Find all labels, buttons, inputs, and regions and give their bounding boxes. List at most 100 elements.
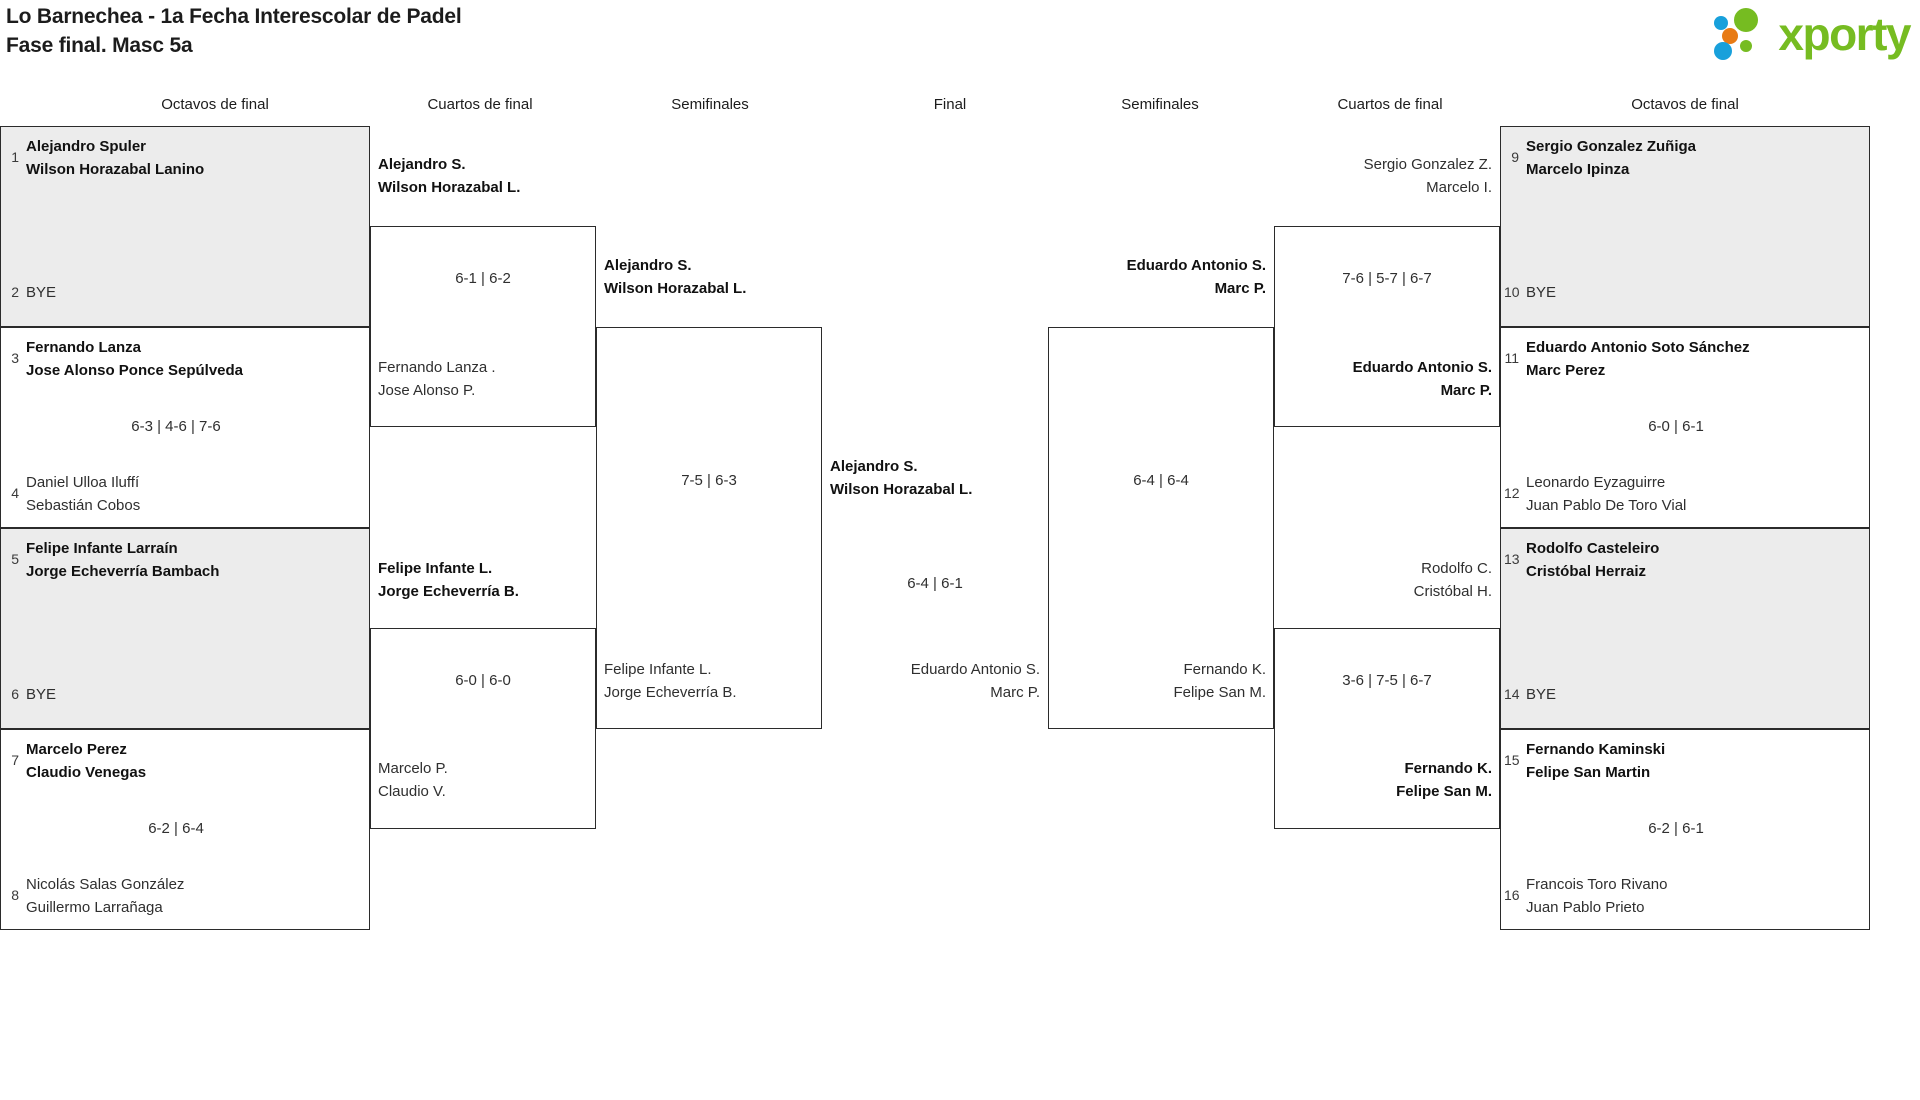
entry-seed-8[interactable]: 8 Nicolás Salas González Guillermo Larra… <box>4 873 184 919</box>
player-name-line1: Fernando K. <box>1183 661 1266 678</box>
player-name-line1: Francois Toro Rivano <box>1526 876 1668 893</box>
seed-number: 13 <box>1504 551 1520 567</box>
entry-seed-3[interactable]: 3 Fernando Lanza Jose Alonso Ponce Sepúl… <box>4 336 243 382</box>
pair-left-qf-2-bottom[interactable]: Marcelo P. Claudio V. <box>378 757 448 803</box>
entry-seed-5[interactable]: 5 Felipe Infante Larraín Jorge Echeverrí… <box>4 537 219 583</box>
seed-number: 12 <box>1504 485 1520 501</box>
player-name-line1: Felipe Infante L. <box>378 560 493 577</box>
match-box-right-r16-2[interactable] <box>1500 327 1870 528</box>
match-box-right-r16-3[interactable] <box>1500 528 1870 729</box>
player-name-line1: Alejandro S. <box>378 156 466 173</box>
pair-right-qf-2-bottom[interactable]: Fernando K. Felipe San M. <box>1282 757 1492 803</box>
score-left-sf: 7-5 | 6-3 <box>681 472 737 489</box>
player-names: Fernando Lanza Jose Alonso Ponce Sepúlve… <box>26 336 243 382</box>
player-names: Eduardo Antonio Soto Sánchez Marc Perez <box>1526 336 1750 382</box>
entry-seed-13[interactable]: 13 Rodolfo Casteleiro Cristóbal Herraiz <box>1504 537 1659 583</box>
entry-seed-4[interactable]: 4 Daniel Ulloa Iluffí Sebastián Cobos <box>4 471 140 517</box>
player-name-line1: Eduardo Antonio S. <box>910 661 1040 678</box>
match-box-left-r16-2[interactable] <box>0 327 370 528</box>
player-names: Felipe Infante Larraín Jorge Echeverría … <box>26 537 219 583</box>
pair-right-qf-2-top[interactable]: Rodolfo C. Cristóbal H. <box>1282 557 1492 603</box>
player-name-line2: Felipe San M. <box>1396 783 1492 800</box>
match-box-left-sf-1[interactable] <box>596 327 822 729</box>
pair-left-sf-bottom[interactable]: Felipe Infante L. Jorge Echeverría B. <box>604 658 737 704</box>
entry-seed-1[interactable]: 1 Alejandro Spuler Wilson Horazabal Lani… <box>4 135 204 181</box>
entry-seed-12[interactable]: 12 Leonardo Eyzaguirre Juan Pablo De Tor… <box>1504 471 1686 517</box>
xporty-logo: xporty <box>1714 8 1911 60</box>
player-name-line2: Juan Pablo Prieto <box>1526 899 1645 916</box>
pair-left-qf-1-top[interactable]: Alejandro S. Wilson Horazabal L. <box>378 153 520 199</box>
entry-seed-14[interactable]: 14 BYE <box>1504 683 1556 706</box>
score-right-qf-1: 7-6 | 5-7 | 6-7 <box>1342 270 1432 287</box>
entry-seed-10[interactable]: 10 BYE <box>1504 281 1556 304</box>
score-right-qf-2: 3-6 | 7-5 | 6-7 <box>1342 672 1432 689</box>
player-name-line2: Marc P. <box>1214 280 1266 297</box>
pair-final-top[interactable]: Alejandro S. Wilson Horazabal L. <box>830 455 972 501</box>
seed-number: 15 <box>1504 752 1520 768</box>
logo-dots-icon <box>1714 8 1774 60</box>
tournament-subtitle: Fase final. Masc 5a <box>6 34 193 57</box>
entry-seed-9[interactable]: 9 Sergio Gonzalez Zuñiga Marcelo Ipinza <box>1504 135 1696 181</box>
round-header-left-r16: Octavos de final <box>161 96 269 113</box>
match-box-right-qf-1[interactable] <box>1274 226 1500 427</box>
player-name-line1: Rodolfo C. <box>1421 560 1492 577</box>
pair-left-sf-top[interactable]: Alejandro S. Wilson Horazabal L. <box>604 254 746 300</box>
entry-seed-11[interactable]: 11 Eduardo Antonio Soto Sánchez Marc Per… <box>1504 336 1750 382</box>
pair-right-sf-top[interactable]: Eduardo Antonio S. Marc P. <box>1056 254 1266 300</box>
player-name-line1: Sergio Gonzalez Zuñiga <box>1526 138 1697 155</box>
match-box-right-r16-4[interactable] <box>1500 729 1870 930</box>
player-name-line2: Cristóbal H. <box>1413 583 1492 600</box>
match-box-left-qf-1[interactable] <box>370 226 596 427</box>
entry-seed-2[interactable]: 2 BYE <box>4 281 56 304</box>
player-name-line1: Felipe Infante L. <box>604 661 712 678</box>
player-name-line1: Alejandro S. <box>604 257 692 274</box>
match-box-left-qf-2[interactable] <box>370 628 596 829</box>
match-box-left-r16-3[interactable] <box>0 528 370 729</box>
player-name-line2: Marcelo I. <box>1426 179 1492 196</box>
match-box-right-sf-1[interactable] <box>1048 327 1274 729</box>
pair-final-bottom[interactable]: Eduardo Antonio S. Marc P. <box>830 658 1040 704</box>
player-names: Francois Toro Rivano Juan Pablo Prieto <box>1526 873 1667 919</box>
player-name-line2: Jose Alonso Ponce Sepúlveda <box>26 362 244 379</box>
pair-right-sf-bottom[interactable]: Fernando K. Felipe San M. <box>1056 658 1266 704</box>
seed-number: 16 <box>1504 887 1520 903</box>
player-name-line2: Wilson Horazabal Lanino <box>26 161 205 178</box>
player-name-line2: Marc Perez <box>1526 362 1606 379</box>
player-name-line2: Jorge Echeverría B. <box>604 684 737 701</box>
player-name-line1: Felipe Infante Larraín <box>26 540 178 557</box>
player-name-line1: Marcelo P. <box>378 760 448 777</box>
seed-number: 3 <box>11 350 19 366</box>
pair-left-qf-2-top[interactable]: Felipe Infante L. Jorge Echeverría B. <box>378 557 519 603</box>
player-name-line1: BYE <box>1526 686 1557 703</box>
match-box-right-qf-2[interactable] <box>1274 628 1500 829</box>
player-name-line1: BYE <box>26 686 57 703</box>
player-name-line1: Leonardo Eyzaguirre <box>1526 474 1666 491</box>
entry-seed-15[interactable]: 15 Fernando Kaminski Felipe San Martin <box>1504 738 1665 784</box>
pair-left-qf-1-bottom[interactable]: Fernando Lanza . Jose Alonso P. <box>378 356 496 402</box>
player-name-line1: Rodolfo Casteleiro <box>1526 540 1660 557</box>
match-box-left-r16-4[interactable] <box>0 729 370 930</box>
player-name-line1: Alejandro S. <box>830 458 918 475</box>
player-name-line2: Cristóbal Herraiz <box>1526 563 1647 580</box>
match-box-left-r16-1[interactable] <box>0 126 370 327</box>
score-right-r16-4: 6-2 | 6-1 <box>1648 820 1704 837</box>
player-name-line1: Sergio Gonzalez Z. <box>1363 156 1492 173</box>
score-final: 6-4 | 6-1 <box>907 575 963 592</box>
entry-seed-7[interactable]: 7 Marcelo Perez Claudio Venegas <box>4 738 146 784</box>
player-name-line2: Sebastián Cobos <box>26 497 141 514</box>
score-left-r16-2: 6-3 | 4-6 | 7-6 <box>131 418 221 435</box>
player-names: Leonardo Eyzaguirre Juan Pablo De Toro V… <box>1526 471 1686 517</box>
pair-right-qf-1-bottom[interactable]: Eduardo Antonio S. Marc P. <box>1282 356 1492 402</box>
player-name-line1: Eduardo Antonio Soto Sánchez <box>1526 339 1750 356</box>
seed-number: 4 <box>11 485 19 501</box>
round-header-final: Final <box>933 96 967 113</box>
pair-right-qf-1-top[interactable]: Sergio Gonzalez Z. Marcelo I. <box>1282 153 1492 199</box>
tournament-title: Lo Barnechea - 1a Fecha Interescolar de … <box>6 5 462 28</box>
player-name-line1: BYE <box>26 284 57 301</box>
match-box-right-r16-1[interactable] <box>1500 126 1870 327</box>
player-name-line2: Guillermo Larrañaga <box>26 899 163 916</box>
entry-seed-16[interactable]: 16 Francois Toro Rivano Juan Pablo Priet… <box>1504 873 1667 919</box>
player-names: Marcelo Perez Claudio Venegas <box>26 738 146 784</box>
player-names: BYE <box>26 281 56 304</box>
entry-seed-6[interactable]: 6 BYE <box>4 683 56 706</box>
